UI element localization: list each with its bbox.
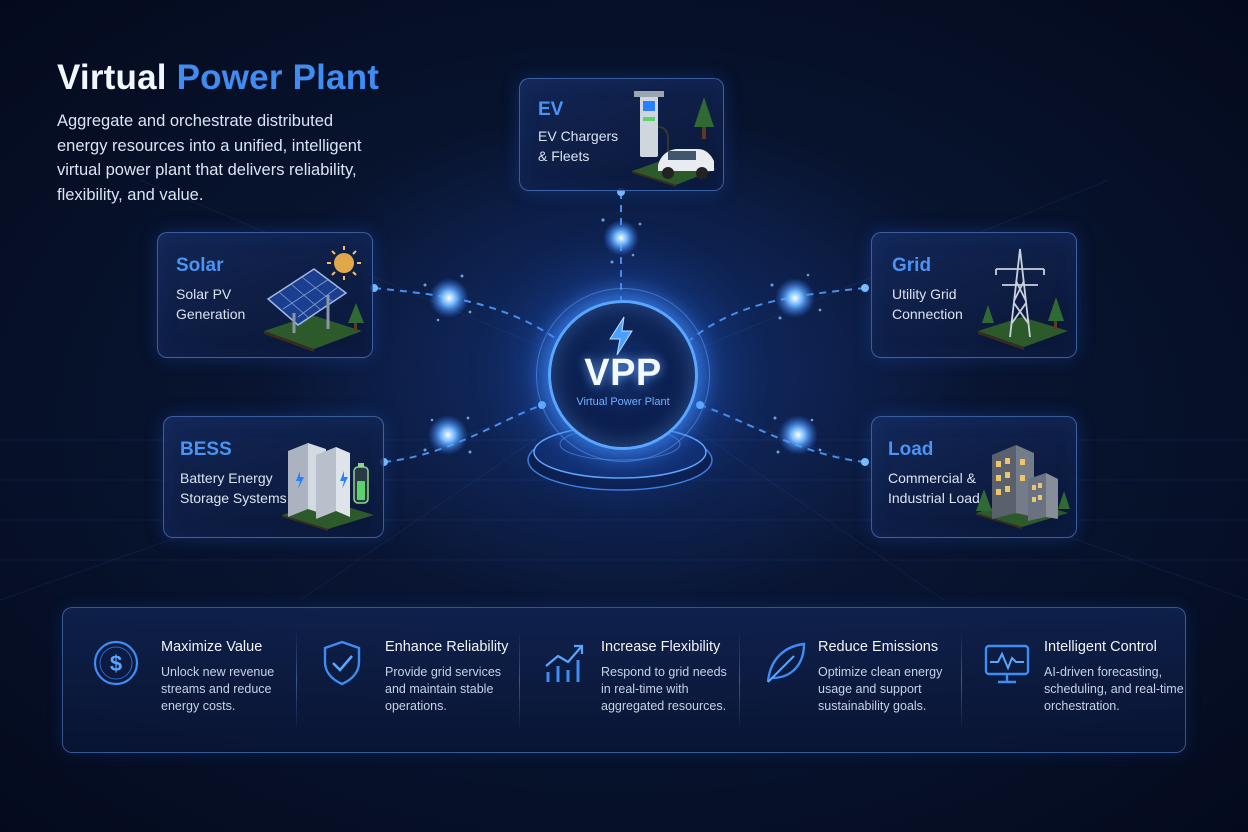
link-load [699, 404, 866, 463]
node-desc-bess-line2: Storage Systems [180, 490, 287, 506]
node-desc-ev: EV Chargers & Fleets [538, 126, 618, 166]
node-title-bess: BESS [180, 439, 232, 460]
benefit-intelligent-control: Intelligent Control AI-driven forecastin… [962, 608, 1186, 754]
node-desc-bess: Battery Energy Storage Systems [180, 468, 287, 508]
transmission-tower-icon [978, 248, 1068, 350]
benefit-desc-line: Provide grid services [385, 665, 502, 679]
battery-storage-icon [282, 443, 374, 531]
benefit-title: Maximize Value [161, 639, 263, 655]
benefit-desc-line: scheduling, and real-time [1044, 682, 1184, 696]
benefit-description: Provide grid services and maintain stabl… [385, 664, 501, 715]
link-solar [373, 287, 559, 341]
leaf-icon [766, 642, 806, 683]
title-accent-text: Power Plant [176, 58, 380, 97]
page-subtitle: Aggregate and orchestrate distributed en… [57, 112, 362, 204]
node-desc-solar-line2: Generation [176, 306, 246, 322]
node-desc-solar-line1: Solar PV [176, 286, 232, 302]
node-desc-load: Commercial & Industrial Load [888, 468, 980, 508]
benefit-enhance-reliability: Enhance Reliability Provide grid service… [297, 608, 519, 754]
node-desc-grid: Utility Grid Connection [892, 284, 963, 324]
benefit-description: Respond to grid needs in real-time with … [601, 664, 727, 715]
benefit-desc-line: Optimize clean energy [818, 665, 943, 679]
benefit-title: Enhance Reliability [385, 639, 509, 655]
link-bess [383, 404, 543, 463]
node-desc-load-line2: Industrial Load [888, 490, 980, 506]
benefit-description: AI-driven forecasting, scheduling, and r… [1044, 664, 1184, 715]
benefit-desc-line: streams and reduce [161, 682, 272, 696]
node-card-bess[interactable]: BESS Battery Energy Storage Systems [163, 416, 384, 538]
growth-chart-icon [545, 644, 584, 682]
node-title-ev: EV [538, 99, 564, 120]
node-card-grid[interactable]: Grid Utility Grid Connection [871, 232, 1077, 358]
node-desc-bess-line1: Battery Energy [180, 470, 273, 486]
benefit-divider [961, 630, 962, 730]
benefit-desc-line: and maintain stable [385, 682, 494, 696]
node-title-solar: Solar [176, 255, 224, 276]
node-title-grid: Grid [892, 255, 932, 276]
hub-sublabel: Virtual Power Plant [576, 396, 670, 408]
benefit-desc-line: in real-time with [601, 682, 689, 696]
commercial-building-icon [976, 445, 1070, 529]
node-card-solar[interactable]: Solar Solar PV Generation [157, 232, 373, 358]
benefit-desc-line: Unlock new revenue [161, 665, 275, 679]
solar-panel-sun-icon [264, 246, 364, 352]
page-title: Virtual Power Plant [57, 58, 379, 98]
node-desc-load-line1: Commercial & [888, 470, 976, 486]
node-desc-grid-line2: Connection [892, 306, 963, 322]
node-title-load: Load [888, 439, 934, 460]
benefit-desc-line: aggregated resources. [601, 699, 727, 713]
hub-label: VPP [584, 352, 662, 394]
benefit-desc-line: energy costs. [161, 699, 236, 713]
node-card-ev[interactable]: EV EV Chargers & Fleets [519, 78, 724, 191]
lightning-bolt-icon [609, 316, 633, 356]
node-card-load[interactable]: Load Commercial & Industrial Load [871, 416, 1077, 538]
benefit-desc-line: orchestration. [1044, 699, 1120, 713]
node-desc-solar: Solar PV Generation [176, 284, 245, 324]
dollar-coin-icon: $ [93, 640, 139, 686]
benefit-title: Intelligent Control [1044, 639, 1157, 655]
benefit-description: Unlock new revenue streams and reduce en… [161, 664, 274, 715]
node-desc-ev-line1: EV Chargers [538, 128, 619, 144]
title-text: Virtual [57, 58, 167, 97]
benefit-divider [739, 630, 740, 730]
hub-outer-ring [536, 288, 710, 462]
benefit-maximize-value: $ Maximize Value Unlock new revenue stre… [63, 608, 295, 754]
benefit-desc-line: sustainability goals. [818, 699, 927, 713]
benefit-desc-line: Respond to grid needs [601, 665, 727, 679]
benefit-divider [296, 630, 297, 730]
shield-check-icon [323, 640, 361, 686]
node-desc-grid-line1: Utility Grid [892, 286, 957, 302]
benefit-reduce-emissions: Reduce Emissions Optimize clean energy u… [740, 608, 960, 754]
benefit-increase-flexibility: Increase Flexibility Respond to grid nee… [520, 608, 738, 754]
benefit-description: Optimize clean energy usage and support … [818, 664, 942, 715]
benefit-divider [519, 630, 520, 730]
benefit-desc-line: operations. [385, 699, 447, 713]
benefit-desc-line: usage and support [818, 682, 922, 696]
benefit-desc-line: AI-driven forecasting, [1044, 665, 1163, 679]
vpp-hub[interactable] [548, 300, 698, 450]
benefits-panel: $ Maximize Value Unlock new revenue stre… [62, 607, 1186, 753]
benefit-title: Reduce Emissions [818, 639, 939, 655]
link-grid [689, 287, 866, 341]
monitor-pulse-icon [984, 644, 1030, 684]
node-desc-ev-line2: & Fleets [538, 148, 590, 164]
benefit-title: Increase Flexibility [601, 639, 721, 655]
svg-text:$: $ [110, 651, 122, 676]
ev-charger-car-icon [632, 91, 716, 187]
